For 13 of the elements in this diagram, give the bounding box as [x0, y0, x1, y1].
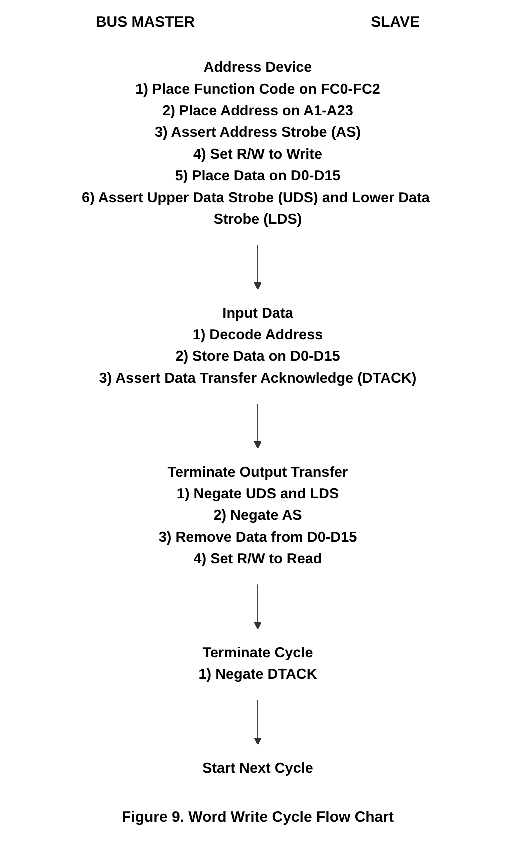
column-heading: BUS MASTER: [96, 14, 196, 31]
arrow: [254, 699, 262, 746]
arrow: [254, 584, 262, 630]
node-text: Terminate Cycle 1) Negate DTACK: [198, 646, 318, 683]
node-text: Terminate Output Transfer 1) Negate UDS and LDS 2) Negate AS 3) Remove Data from D0-D15 4) Set R/W to Read: [158, 465, 358, 568]
arrow: [254, 403, 262, 450]
node-text: Input Data 1) Decode Address 2) Store Data on D0-D15 3) Assert Data Transfer Acknowledge (DTACK): [99, 306, 417, 386]
node-text: Start Next Cycle: [202, 761, 314, 777]
node-text: Address Device 1) Place Function Code on FC0-FC2 2) Place Address on A1-A23 3) Assert Address Strobe (AS) 4) Set R/W to Write 5) Place Data on D0-D15 6) Assert Upper Data Strobe (UDS) and Lower Data Strobe (LDS): [82, 60, 430, 228]
figure-caption: Figure 9. Word Write Cycle Flow Chart: [121, 809, 395, 826]
flow-chart: Address Device 1) Place Function Code on FC0-FC2 2) Place Address on A1-A23 3) Assert Address Strobe (AS) 4) Set R/W to Write 5) Place Data on D0-D15 6) Assert Upper Data Strobe (UDS) and Lower Data Strobe (LDS) Input Data 1) Decode Address 2) Store Data on D0-D15 3) Assert Data Transfer Acknowledge (DTACK) Terminate Output Transfer 1) Negate UDS and LDS 2) Negate AS 3) Remove Data from D0-D15 4) Set R/W to Read Terminate Cycle 1) Negate DTACK Start Next Cycle: [8, 37, 508, 801]
arrow: [254, 244, 262, 290]
column-heading: SLAVE: [371, 14, 420, 31]
